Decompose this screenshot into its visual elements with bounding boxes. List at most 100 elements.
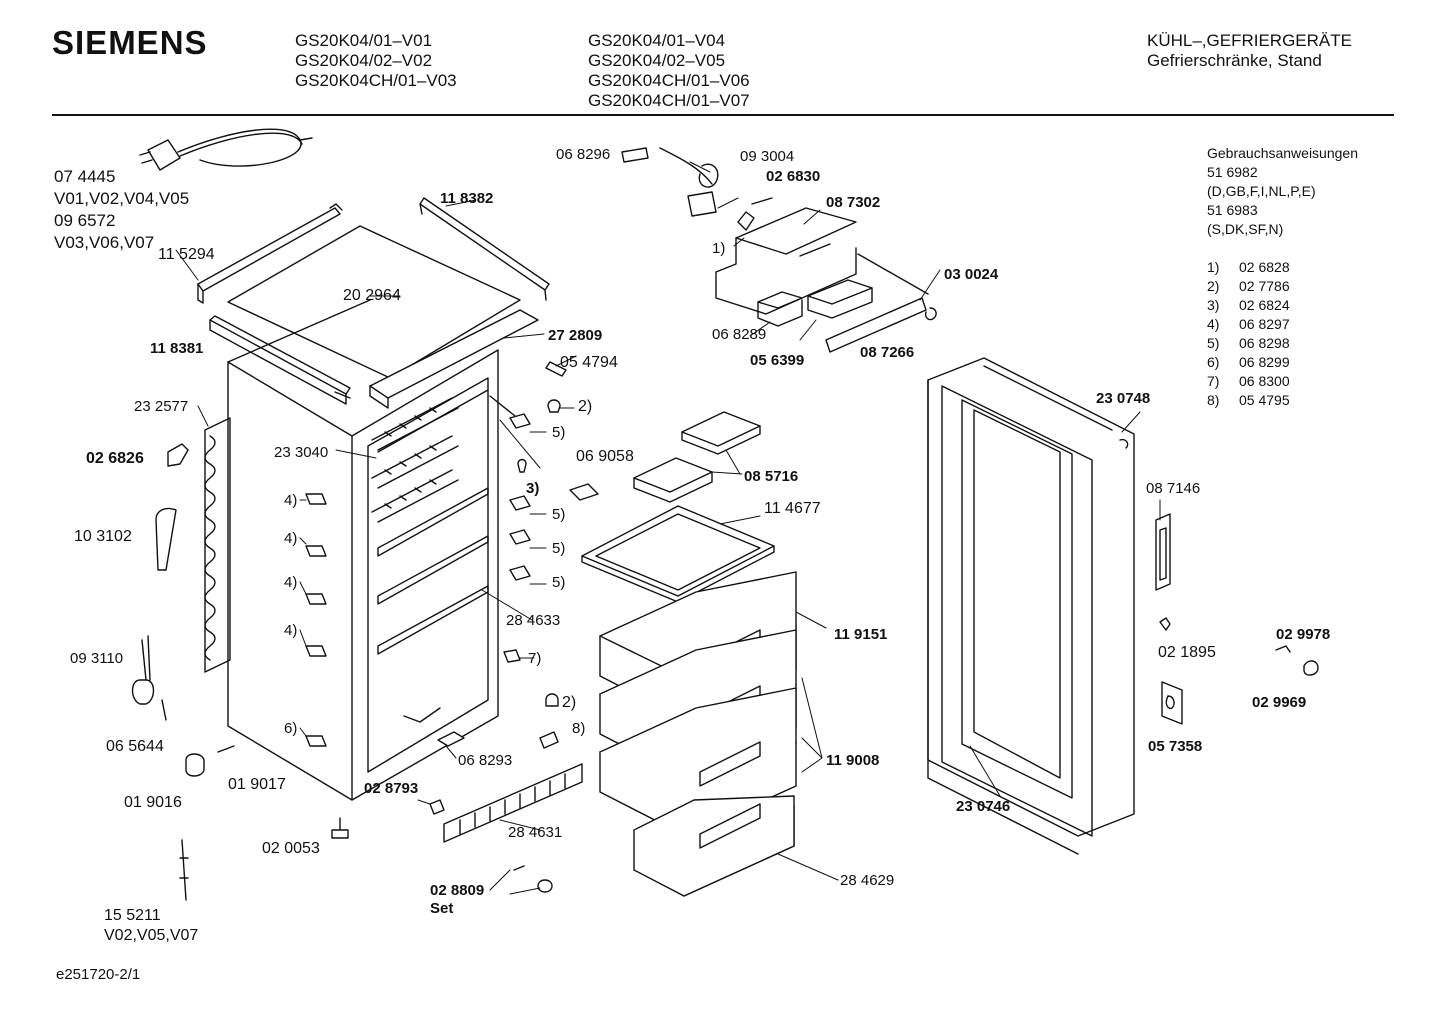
part-number-label: 02 9978 <box>1276 626 1331 643</box>
part-number-label: 20 2964 <box>343 287 401 304</box>
category-block: KÜHL–,GEFRIERGERÄTE Gefrierschränke, Sta… <box>1147 31 1352 71</box>
part-number-label: 11 5294 <box>158 246 215 263</box>
part-number-label: 08 7302 <box>826 194 881 211</box>
freezer-door <box>928 358 1134 854</box>
legend-item: 5)06 8298 <box>1207 335 1290 351</box>
reference-mark: 3) <box>526 480 540 497</box>
reference-mark: 2) <box>578 398 593 415</box>
manuals-block: Gebrauchsanweisungen 51 6982 (D,GB,F,I,N… <box>1207 144 1358 239</box>
part-number-label: 15 5211 <box>104 907 161 924</box>
category-subtitle: Gefrierschränke, Stand <box>1147 51 1322 70</box>
document-id: e251720-2/1 <box>56 966 141 983</box>
part-number-label: 08 7266 <box>860 344 915 361</box>
variant-label: V03,V06,V07 <box>54 233 155 252</box>
part-number-label: 01 9017 <box>228 776 286 793</box>
legend-item: 6)06 8299 <box>1207 354 1290 370</box>
hinge-icon <box>168 444 188 466</box>
part-number-label: 11 4677 <box>764 500 821 517</box>
model-item: GS20K04CH/01–V06 <box>588 71 750 90</box>
part-number-label: 27 2809 <box>548 327 603 344</box>
manual-line: (D,GB,F,I,NL,P,E) <box>1207 183 1316 199</box>
plug-adapter-icon <box>570 484 598 500</box>
part-number-label: 06 8289 <box>712 326 767 343</box>
fastener-icons <box>430 362 566 892</box>
brand-logo: SIEMENS <box>52 24 208 61</box>
reference-mark: 8) <box>572 720 586 737</box>
part-number-label: 23 0748 <box>1096 390 1151 407</box>
part-number-label: 02 6826 <box>86 450 144 467</box>
legend-item: 3)02 6824 <box>1207 297 1290 313</box>
part-number-label: 02 0053 <box>262 840 320 857</box>
part-number-label: 01 9016 <box>124 794 182 811</box>
top-rail-right <box>420 198 549 300</box>
power-cable-icon <box>140 129 312 170</box>
part-number-label: 02 8793 <box>364 780 419 797</box>
model-item: GS20K04/02–V02 <box>295 51 433 70</box>
top-rear-bar <box>370 310 538 408</box>
foot-icons <box>180 746 348 900</box>
part-number-label: 23 3040 <box>274 444 329 461</box>
front-trim-bar <box>210 316 350 404</box>
freezer-drawers <box>600 572 796 896</box>
legend-item: 4)06 8297 <box>1207 316 1290 332</box>
part-number-label: 06 8296 <box>556 146 611 163</box>
set-label: Set <box>430 900 454 917</box>
model-item: GS20K04/01–V04 <box>588 31 726 50</box>
part-number-label: 05 6399 <box>750 352 805 369</box>
legend-item: 1)02 6828 <box>1207 259 1290 275</box>
part-number-label: 09 6572 <box>54 211 116 230</box>
reference-mark: 1) <box>712 240 726 257</box>
reference-mark: 5) <box>552 574 566 591</box>
part-number-label: 08 5716 <box>744 468 799 485</box>
model-item: GS20K04/01–V01 <box>295 31 433 50</box>
part-number-label: 11 9151 <box>834 626 888 643</box>
reference-mark: 2) <box>562 694 577 711</box>
header-divider <box>52 114 1394 116</box>
leader-lines <box>176 162 1160 894</box>
part-number-label: 02 1895 <box>1158 644 1216 661</box>
part-number-label: 02 6830 <box>766 168 821 185</box>
manuals-title: Gebrauchsanweisungen <box>1207 145 1358 161</box>
model-list-2: GS20K04/01–V04 GS20K04/02–V05 GS20K04CH/… <box>588 31 750 111</box>
screw-set-label-block: 02 8809 Set <box>430 882 484 918</box>
part-number-label: 09 3004 <box>740 148 795 165</box>
door-handle-icon <box>1156 514 1170 590</box>
cold-pack-icons <box>634 412 760 502</box>
part-number-label: 05 7358 <box>1148 738 1203 755</box>
cabinet-body <box>228 300 520 800</box>
plinth-grille <box>444 764 582 842</box>
part-number-label: 11 8381 <box>150 340 204 357</box>
part-number-label: 28 4631 <box>508 824 563 841</box>
part-number-label: 28 4633 <box>506 612 561 629</box>
top-cover-plate <box>228 226 520 378</box>
part-number-label: 03 0024 <box>944 266 999 283</box>
top-rail-left <box>198 204 342 303</box>
part-number-label: 28 4629 <box>840 872 895 889</box>
model-item: GS20K04CH/01–V03 <box>295 71 457 90</box>
model-item: GS20K04/02–V05 <box>588 51 726 70</box>
sensor-label-block: 15 5211 V02,V05,V07 <box>104 906 198 946</box>
condenser-coil <box>205 418 230 672</box>
thermostat-sensor-icon <box>133 636 167 720</box>
reference-mark: 7) <box>528 650 542 667</box>
reference-mark: 4) <box>284 574 298 591</box>
part-number-label: 11 9008 <box>826 752 880 769</box>
legend-item: 2)02 7786 <box>1207 278 1290 294</box>
rail-clip-icons <box>504 414 530 662</box>
shelf-rails <box>378 488 488 654</box>
part-number-label: 05 4794 <box>560 354 618 371</box>
legend-item: 8)05 4795 <box>1207 392 1290 408</box>
legend-item: 7)06 8300 <box>1207 373 1290 389</box>
model-list-1: GS20K04/01–V01 GS20K04/02–V02 GS20K04CH/… <box>295 31 457 91</box>
part-number-label: 06 9058 <box>576 448 634 465</box>
door-clip-icons <box>306 494 326 746</box>
part-number-label: 23 2577 <box>134 398 189 415</box>
reference-mark: 5) <box>552 506 566 523</box>
manual-line: 51 6982 <box>1207 164 1258 180</box>
manual-line: 51 6983 <box>1207 202 1258 218</box>
reference-mark: 5) <box>552 424 566 441</box>
variant-label: V02,V05,V07 <box>104 927 199 944</box>
part-number-label: 06 8293 <box>458 752 513 769</box>
part-number-label: 11 8382 <box>440 190 494 207</box>
